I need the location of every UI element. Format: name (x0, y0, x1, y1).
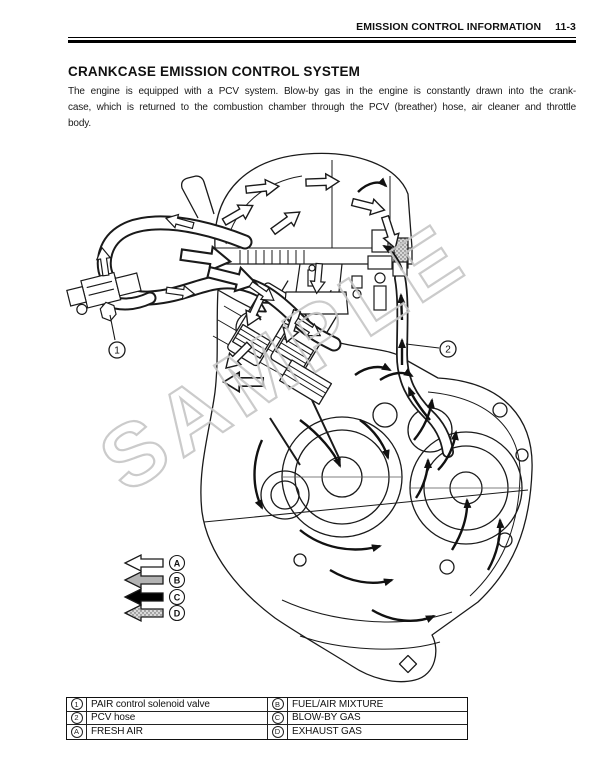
blow-by-arrow-icon (253, 439, 264, 510)
blow-by-arrow-icon (354, 362, 392, 376)
page-number: 11-3 (555, 21, 576, 33)
blow-by-arrow-icon (329, 568, 394, 587)
legend-arrow-fresh-air (123, 553, 164, 573)
table-symbol-cell: 1 (67, 698, 87, 712)
legend-symbol-b: B (174, 576, 181, 586)
table-label-cell: FRESH AIR (87, 725, 268, 739)
table-symbol-cell: C (268, 711, 288, 725)
blow-by-arrow-icon (397, 293, 406, 321)
blow-by-flow-arrows (253, 177, 505, 623)
circled-symbol: A (70, 725, 83, 738)
arrow-legend: A B C D (123, 553, 186, 623)
blow-by-arrow-icon (382, 244, 404, 271)
circled-symbol: B (271, 698, 284, 711)
table-symbol-cell: 2 (67, 711, 87, 725)
table-symbol-cell: B (268, 698, 288, 712)
blow-by-arrow-icon (357, 177, 388, 193)
callout-1-label: 1 (114, 346, 120, 357)
blow-by-arrow-icon (407, 386, 431, 421)
table-symbol-cell: D (268, 725, 288, 739)
legend-symbol-a: A (174, 559, 181, 569)
table-symbol-cell: A (67, 725, 87, 739)
callout-1: 1 (108, 314, 126, 359)
blow-by-arrow-icon (486, 518, 505, 571)
throttle-body (283, 229, 409, 315)
blow-by-arrow-icon (450, 498, 472, 551)
header-title: EMISSION CONTROL INFORMATION (356, 21, 542, 33)
table-label-cell: PCV hose (87, 711, 268, 725)
legend-arrow-exhaust-gas (123, 603, 164, 623)
body-line: case, which is returned to the combustio… (68, 102, 576, 113)
legend-arrow-blow-by-gas (123, 587, 164, 607)
blow-by-arrow-icon (413, 398, 435, 441)
table-label-cell: PAIR control solenoid valve (87, 698, 268, 712)
blow-by-arrow-icon (371, 608, 436, 623)
body-paragraph: The engine is equipped with a PCV system… (68, 84, 576, 132)
crankcase-emission-diagram: SAMPLE 1 2 A B C D (66, 152, 533, 683)
blow-by-arrow-icon (415, 458, 432, 499)
air-cleaner-box (180, 152, 413, 265)
blow-by-arrow-icon (359, 419, 390, 460)
header-rule-thin (68, 37, 576, 38)
section-title: CRANKCASE EMISSION CONTROL SYSTEM (68, 64, 361, 79)
callout-2-label: 2 (445, 345, 451, 356)
circled-symbol: D (271, 725, 284, 738)
header-rule-thick (68, 40, 576, 43)
body-line: body. (68, 118, 91, 129)
blow-by-arrow-icon (379, 368, 414, 382)
circled-symbol: 1 (70, 698, 83, 711)
table-label-cell: BLOW-BY GAS (288, 712, 467, 725)
legend-symbol-c: C (174, 593, 181, 603)
page-header: EMISSION CONTROL INFORMATION 11-3 (68, 21, 576, 33)
callout-2: 2 (405, 340, 457, 358)
body-line: The engine is equipped with a PCV system… (68, 86, 576, 97)
legend-table: 1 PAIR control solenoid valve B FUEL/AIR… (66, 697, 468, 740)
table-label-cell: FUEL/AIR MIXTURE (288, 698, 467, 712)
table-label-cell: EXHAUST GAS (292, 726, 362, 738)
circled-symbol: 2 (70, 711, 83, 724)
legend-arrow-fuel-air-mixture (123, 570, 164, 590)
blow-by-arrow-icon (299, 529, 382, 553)
circled-symbol: C (271, 711, 284, 724)
legend-symbol-d: D (174, 609, 181, 619)
pair-control-solenoid-valve (66, 271, 142, 322)
blow-by-arrow-icon (299, 419, 342, 468)
blow-by-arrow-icon (437, 430, 459, 471)
